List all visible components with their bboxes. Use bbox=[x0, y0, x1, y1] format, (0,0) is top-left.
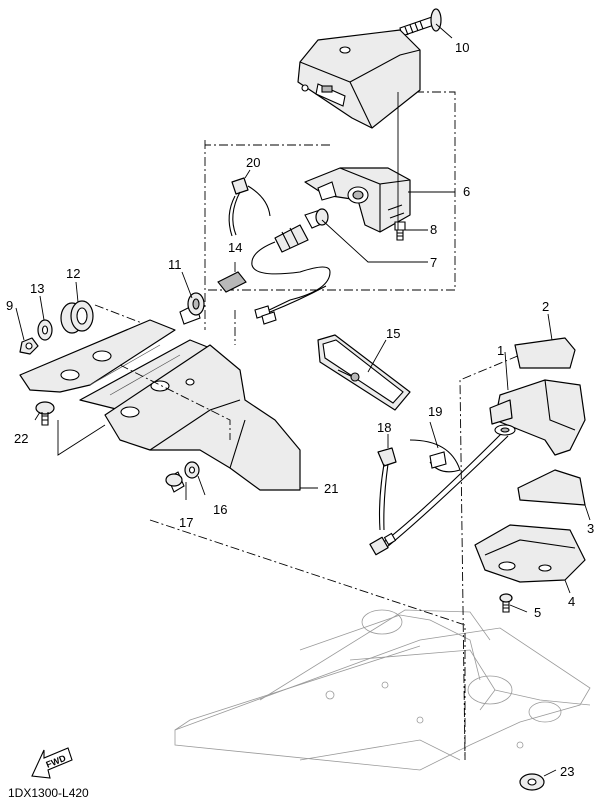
callout-14: 14 bbox=[228, 240, 242, 255]
part-11-grommet bbox=[179, 292, 205, 325]
callout-11: 11 bbox=[168, 257, 182, 272]
callout-13: 13 bbox=[30, 281, 44, 296]
callout-5: 5 bbox=[534, 605, 541, 620]
callout-22: 22 bbox=[14, 431, 28, 446]
callout-8: 8 bbox=[430, 222, 437, 237]
part-14-pad bbox=[217, 271, 247, 293]
callout-15: 15 bbox=[386, 326, 400, 341]
callout-9: 9 bbox=[6, 298, 13, 313]
part-8-screw bbox=[394, 221, 406, 241]
part-18-19-wiring bbox=[369, 429, 509, 556]
part-1-flasher-bracket bbox=[489, 379, 586, 456]
rear-frame-outline bbox=[174, 609, 591, 771]
part-15-license-light bbox=[317, 334, 411, 411]
leader-lines bbox=[15, 23, 591, 777]
callout-labels: 1 2 3 4 5 6 7 8 9 10 11 12 13 14 15 16 1… bbox=[6, 40, 594, 779]
part-10-bolt bbox=[399, 8, 442, 37]
callout-19: 19 bbox=[428, 404, 442, 419]
part-7-socket-wire bbox=[251, 208, 331, 325]
callout-10: 10 bbox=[455, 40, 469, 55]
callout-17: 17 bbox=[179, 515, 193, 530]
part-16-washer bbox=[184, 461, 200, 479]
part-tail-light-housing bbox=[297, 29, 421, 129]
callout-18: 18 bbox=[377, 420, 391, 435]
callout-4: 4 bbox=[568, 594, 575, 609]
callout-6: 6 bbox=[463, 184, 470, 199]
part-21-fender-bracket bbox=[19, 319, 301, 491]
part-3-reflector bbox=[517, 469, 586, 506]
callout-1: 1 bbox=[497, 343, 504, 358]
part-13-washer bbox=[37, 319, 53, 341]
part-4-lower-cover bbox=[474, 524, 586, 583]
assembly-boundary bbox=[149, 140, 521, 761]
callout-23: 23 bbox=[560, 764, 574, 779]
callout-2: 2 bbox=[542, 299, 549, 314]
part-12-rubber bbox=[60, 300, 94, 334]
callout-3: 3 bbox=[587, 521, 594, 536]
diagram-code: 1DX1300-L420 bbox=[8, 786, 89, 800]
part-23-nut bbox=[519, 773, 545, 791]
callout-21: 21 bbox=[324, 481, 338, 496]
part-20-clamp bbox=[228, 177, 271, 237]
callout-7: 7 bbox=[430, 255, 437, 270]
callout-12: 12 bbox=[66, 266, 80, 281]
part-9-nut bbox=[19, 337, 39, 355]
part-22-bolt bbox=[35, 401, 55, 426]
callout-20: 20 bbox=[246, 155, 260, 170]
fwd-arrow-icon: FWD bbox=[31, 747, 73, 779]
fwd-label: FWD bbox=[45, 753, 68, 770]
part-2-reflector bbox=[514, 337, 576, 369]
part-17-collar bbox=[165, 471, 185, 493]
tail-light-boundary bbox=[205, 91, 456, 291]
part-6-bracket bbox=[304, 167, 411, 233]
callout-16: 16 bbox=[213, 502, 227, 517]
part-5-screw bbox=[499, 593, 513, 613]
